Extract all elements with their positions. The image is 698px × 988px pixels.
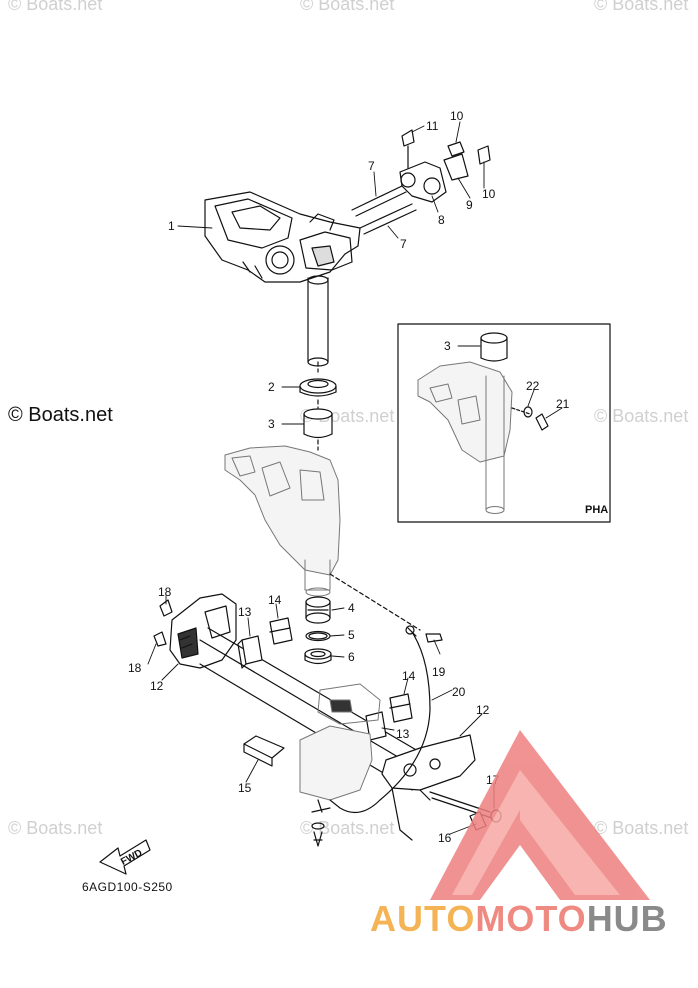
lower-fastener [311, 799, 331, 847]
ground-lead-20 [329, 625, 431, 814]
callout-labels: 1 2 3 4 5 6 7 7 8 9 10 10 11 12 12 13 13… [119, 109, 570, 868]
callout-12a: 12 [150, 679, 164, 693]
inset-bushing-3 [480, 332, 508, 362]
callout-7a: 7 [368, 159, 375, 173]
callout-13a: 13 [238, 605, 252, 619]
watermark: © Boats.net [594, 0, 689, 14]
rubber-block-14b [389, 693, 413, 723]
fwd-label: FWD [119, 848, 144, 868]
fwd-arrow [99, 839, 151, 875]
screw-19 [425, 633, 443, 643]
watermark: © Boats.net [300, 0, 395, 14]
leader-lines [147, 121, 563, 835]
logo-triangle [430, 730, 650, 900]
callout-3: 3 [268, 417, 275, 431]
callout-11: 11 [426, 119, 439, 133]
stud-bolts [351, 185, 417, 235]
bushing-3 [303, 408, 333, 439]
callout-3-inset: 3 [444, 339, 451, 353]
callout-6: 6 [348, 650, 355, 664]
mount-bracket-left [169, 593, 237, 669]
callout-18a: 18 [158, 585, 172, 599]
callout-14a: 14 [268, 593, 282, 607]
steering-bracket [204, 191, 361, 283]
diagram-code: 6AGD100-S250 [82, 880, 173, 894]
callout-10b: 10 [482, 187, 496, 201]
callout-5: 5 [348, 628, 355, 642]
o-ring-5 [305, 630, 331, 642]
callout-20: 20 [452, 685, 466, 699]
logo-moto: MOTO [475, 898, 587, 939]
callout-8: 8 [438, 213, 445, 227]
rubber-block-13a [237, 635, 263, 669]
bushing-6 [304, 648, 332, 665]
callout-13b: 13 [396, 727, 410, 741]
rubber-block-13b [365, 711, 387, 741]
watermark: © Boats.net [8, 0, 103, 14]
callout-21: 21 [556, 397, 570, 411]
watermark: © Boats.net [594, 406, 689, 426]
inset-washer-22 [523, 406, 533, 418]
copyright-text: © Boats.net [8, 404, 113, 426]
callout-10a: 10 [450, 109, 464, 123]
grease-nipple-upper [159, 599, 173, 617]
inset-frame [397, 323, 611, 523]
callout-4: 4 [348, 601, 355, 615]
plate-15 [243, 735, 285, 767]
logo-hub: HUB [586, 898, 668, 939]
automotohub-logo: AUTOMOTOHUB [370, 898, 668, 940]
callout-22: 22 [526, 379, 540, 393]
callout-15: 15 [238, 781, 252, 795]
watermark: © Boats.net [300, 818, 395, 838]
lower-mount-housing [299, 683, 381, 801]
callout-9: 9 [466, 198, 473, 212]
callout-18b: 18 [128, 661, 142, 675]
logo-auto: AUTO [370, 898, 476, 939]
inset-swivel-bracket [417, 361, 513, 514]
rubber-block-14a [269, 617, 293, 645]
steering-shaft [307, 275, 329, 367]
watermark: © Boats.net [594, 818, 689, 838]
callout-7b: 7 [400, 237, 407, 251]
callout-16: 16 [438, 831, 452, 845]
inset-bolt-21 [511, 407, 549, 431]
callout-2: 2 [268, 380, 275, 394]
callout-14b: 14 [402, 669, 416, 683]
bushing-4 [305, 596, 331, 624]
callout-1: 1 [168, 219, 175, 233]
inset-label: PHA [585, 504, 609, 516]
callout-12b: 12 [476, 703, 490, 717]
grease-nipple-lower [153, 631, 167, 647]
center-line [317, 361, 421, 631]
swivel-bracket [224, 445, 341, 597]
callout-19: 19 [432, 665, 446, 679]
washer-2 [299, 378, 337, 397]
watermark: © Boats.net [8, 818, 103, 838]
mount-bracket-right [381, 734, 476, 841]
bracket-hardware [399, 129, 491, 203]
